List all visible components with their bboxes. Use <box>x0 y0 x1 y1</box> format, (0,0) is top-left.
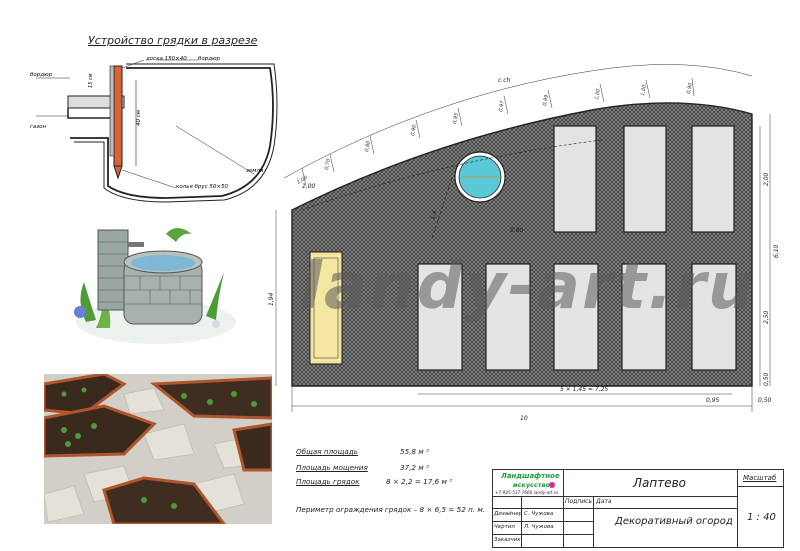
label-soil: земля <box>246 168 264 174</box>
garden-plan: 1,00 0,70 0,80 0,90 0,95 0,97 0,99 1,00 … <box>268 64 780 422</box>
tick-5: 0,97 <box>498 100 506 113</box>
logo-line2: искусство <box>513 481 551 489</box>
watermark: landy-art.ru <box>300 250 756 324</box>
label-ground: газон <box>30 124 47 130</box>
tick-2: 0,80 <box>364 140 372 152</box>
label-height: 15 см <box>88 73 94 88</box>
logo-line1: Ландшафтное <box>501 472 560 480</box>
role-client: Заказчик <box>494 537 521 543</box>
role-drafter: Чертил <box>494 524 515 530</box>
tick-8: 1,00 <box>640 84 648 96</box>
perimeter-text: Периметр ограждения грядок – 8 × 6,5 = 5… <box>296 505 486 514</box>
drawing-name: Декоративный огород <box>615 516 733 527</box>
name-drafter: Л. Чужова <box>524 524 554 530</box>
label-board: доска 150×40 <box>145 56 187 62</box>
garden-photo <box>44 374 272 524</box>
well-illustration <box>74 228 236 344</box>
dim-diag: 1,4 <box>429 209 438 220</box>
project-name: Лаптево <box>633 476 687 490</box>
label-depth: 40 см <box>136 110 142 126</box>
tick-0: 1,00 <box>296 175 309 186</box>
tick-4: 0,95 <box>452 112 460 124</box>
dim-left-height: 1,94 <box>268 292 275 306</box>
section-title: Устройство грядки в разрезе <box>88 34 258 47</box>
col-date: Дата <box>596 498 612 505</box>
label-edge-left: бордюр <box>30 72 53 78</box>
tick-7: 1,00 <box>594 88 602 100</box>
logo-dot-icon <box>549 482 555 488</box>
tick-1: 0,70 <box>324 158 332 170</box>
dim-inner-bottom: 5 × 1,45 = 7,25 <box>560 386 608 393</box>
label-edge: бордюр <box>198 56 221 62</box>
garden-beds <box>417 125 737 371</box>
title-block: Ландшафтное искусство +7-925-517-7660 la… <box>492 469 784 548</box>
tick-6: 0,99 <box>542 94 550 106</box>
area-stats: Общая площадь 55,8 м ² Площадь мощения 3… <box>296 447 486 514</box>
dim-right-total: 6,10 <box>773 244 780 258</box>
dim-right-mid: 2,50 <box>763 310 770 324</box>
scale-value: 1 : 40 <box>747 512 776 523</box>
dim-top-overall: c.ch <box>498 77 511 84</box>
dim-bottom-overall: 10 <box>520 415 528 422</box>
dim-pond: 0,80 <box>510 227 524 234</box>
tick-9: 0,90 <box>686 82 694 94</box>
bed-cross-section: доска 150×40 бордюр 40 см земля колья бр… <box>30 56 278 203</box>
dim-right-top: 2,00 <box>763 172 770 186</box>
bench <box>309 251 343 365</box>
label-peg: колья брус 50×50 <box>176 184 229 190</box>
name-designer: С. Чужова <box>524 511 554 517</box>
col-signature: Подпись <box>565 498 592 505</box>
dim-right-bottom: 0,50 <box>763 372 770 386</box>
dim-small-width: 0,95 <box>706 397 720 404</box>
scale-label: Масштаб <box>743 474 777 482</box>
phone: +7-925-517-7660 landy-art.ru <box>495 490 559 495</box>
dim-left-bottom: 1,00 <box>302 183 316 190</box>
dim-small-edge: 0,50 <box>758 397 772 404</box>
role-designer: Дизайнер <box>494 511 523 517</box>
tick-3: 0,90 <box>410 124 418 136</box>
